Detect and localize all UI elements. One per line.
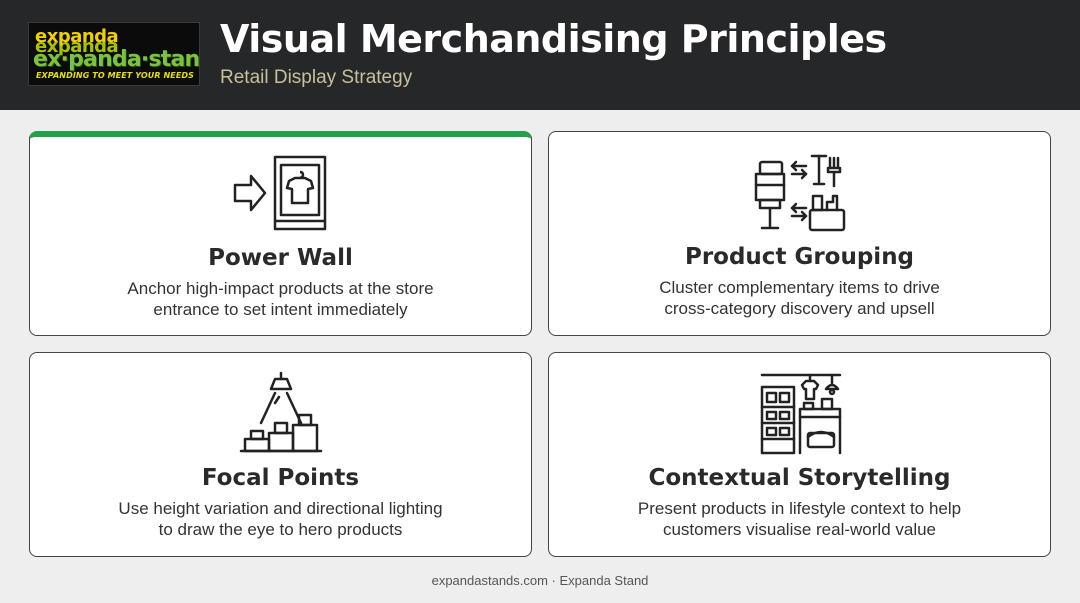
logo-tagline: EXPANDING TO MEET YOUR NEEDS bbox=[35, 71, 195, 80]
card-power-wall[interactable]: Power Wall Anchor high-impact products a… bbox=[29, 131, 532, 336]
card-desc-line: Present products in lifestyle context to… bbox=[637, 499, 962, 518]
logo-text-top: expanda bbox=[35, 26, 119, 47]
card-description: Use height variation and directional lig… bbox=[50, 498, 511, 540]
card-desc-line: to draw the eye to hero products bbox=[158, 520, 403, 539]
logo-text-shadow: expanda bbox=[35, 36, 119, 57]
card-desc-line: entrance to set intent immediately bbox=[153, 300, 408, 319]
card-desc-line: Use height variation and directional lig… bbox=[118, 499, 443, 518]
card-title: Product Grouping bbox=[684, 244, 915, 270]
product-grouping-icon bbox=[750, 152, 850, 232]
card-title: Power Wall bbox=[208, 245, 353, 271]
spotlight-display-icon bbox=[231, 371, 331, 453]
lifestyle-room-icon bbox=[750, 373, 850, 455]
card-description: Cluster complementary items to drive cro… bbox=[569, 277, 1030, 319]
card-contextual-storytelling[interactable]: Contextual Storytelling Present products… bbox=[548, 352, 1051, 557]
page-title: Visual Merchandising Principles bbox=[220, 17, 887, 61]
page-subtitle: Retail Display Strategy bbox=[220, 67, 413, 88]
footer-credit[interactable]: expandastands.com · Expanda Stand bbox=[431, 573, 649, 588]
card-desc-line: customers visualise real-world value bbox=[662, 520, 937, 539]
card-title: Focal Points bbox=[201, 465, 360, 491]
card-focal-points[interactable]: Focal Points Use height variation and di… bbox=[29, 352, 532, 557]
header-bar: expanda expanda ex·panda·stand EXPANDING… bbox=[0, 0, 1080, 110]
card-product-grouping[interactable]: Product Grouping Cluster complementary i… bbox=[548, 131, 1051, 336]
card-desc-line: Anchor high-impact products at the store bbox=[127, 279, 434, 298]
card-description: Present products in lifestyle context to… bbox=[569, 498, 1030, 540]
card-desc-line: cross-category discovery and upsell bbox=[664, 299, 935, 318]
store-entrance-icon bbox=[231, 153, 331, 233]
logo-brand-name: ex·panda·stand bbox=[33, 47, 200, 72]
card-title: Contextual Storytelling bbox=[648, 465, 951, 491]
card-description: Anchor high-impact products at the store… bbox=[50, 278, 511, 320]
card-desc-line: Cluster complementary items to drive bbox=[659, 278, 940, 297]
brand-logo[interactable]: expanda expanda ex·panda·stand EXPANDING… bbox=[28, 22, 200, 86]
